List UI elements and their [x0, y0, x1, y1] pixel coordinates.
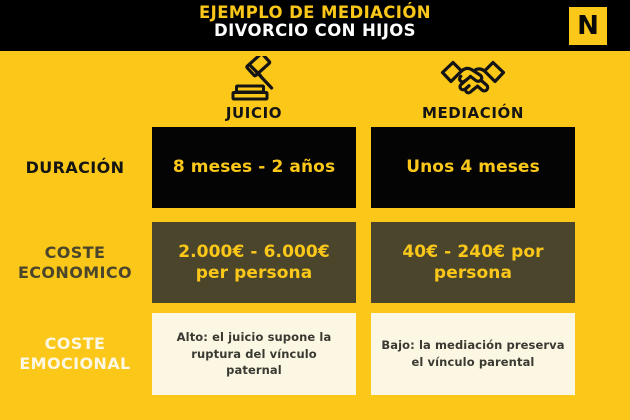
comparison-row-duracion: DURACIÓN 8 meses - 2 años Unos 4 meses	[0, 127, 630, 208]
row-label-coste-economico: COSTE ECONOMICO	[17, 242, 133, 282]
comparison-row-coste-economico: COSTE ECONOMICO 2.000€ - 6.000€ per pers…	[0, 222, 630, 303]
gavel-icon	[152, 56, 356, 102]
brand-logo: N	[569, 7, 607, 45]
cell-coste-economico-mediacion-text: 40€ - 240€ por persona	[402, 242, 544, 283]
column-header-juicio: JUICIO	[152, 56, 356, 122]
cell-coste-emocional-mediacion-text: Bajo: la mediación preserva el vínculo p…	[381, 338, 565, 369]
column-header-mediacion: MEDIACIÓN	[371, 56, 575, 122]
cell-duracion-mediacion: Unos 4 meses	[371, 127, 575, 208]
column-label-mediacion: MEDIACIÓN	[421, 104, 525, 122]
cell-coste-economico-juicio: 2.000€ - 6.000€ per persona	[152, 222, 356, 303]
cell-coste-emocional-juicio-text: Alto: el juicio supone la ruptura del ví…	[176, 329, 332, 378]
column-label-juicio: JUICIO	[225, 104, 283, 122]
cell-duracion-juicio: 8 meses - 2 años	[152, 127, 356, 208]
comparison-row-coste-emocional: COSTE EMOCIONAL Alto: el juicio supone l…	[0, 313, 630, 395]
cell-duracion-mediacion-text: Unos 4 meses	[406, 157, 540, 178]
cell-coste-emocional-juicio: Alto: el juicio supone la ruptura del ví…	[152, 313, 356, 395]
cell-coste-economico-juicio-text: 2.000€ - 6.000€ per persona	[178, 242, 330, 283]
cell-coste-economico-mediacion: 40€ - 240€ por persona	[371, 222, 575, 303]
row-label-coste-emocional: COSTE EMOCIONAL	[19, 334, 131, 373]
header-bar: EJEMPLO DE MEDIACIÓN DIVORCIO CON HIJOS …	[0, 0, 630, 51]
cell-duracion-juicio-text: 8 meses - 2 años	[172, 157, 336, 178]
row-label-duracion: DURACIÓN	[25, 157, 125, 177]
page-title-secondary: DIVORCIO CON HIJOS	[214, 20, 416, 40]
header-title-group: EJEMPLO DE MEDIACIÓN DIVORCIO CON HIJOS	[0, 4, 630, 40]
brand-logo-letter: N	[577, 11, 599, 41]
handshake-icon	[371, 56, 575, 102]
page-title-primary: EJEMPLO DE MEDIACIÓN	[199, 3, 431, 22]
cell-coste-emocional-mediacion: Bajo: la mediación preserva el vínculo p…	[371, 313, 575, 395]
